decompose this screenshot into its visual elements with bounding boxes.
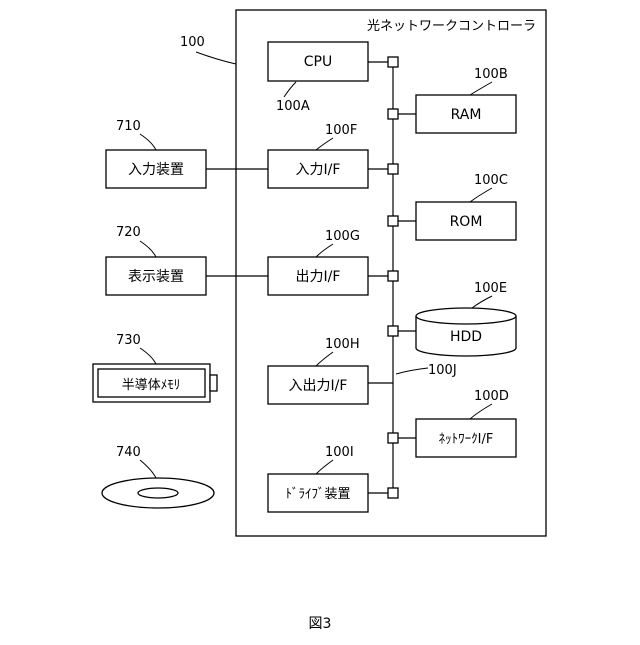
leader-disc: [140, 460, 156, 478]
ref-controller: 100: [180, 35, 205, 50]
connector-rom: [388, 216, 398, 226]
leader-input-device: [140, 134, 156, 150]
ram-label: RAM: [451, 107, 482, 123]
input-device-label: 入力装置: [128, 162, 184, 178]
connector-output-if: [388, 271, 398, 281]
ref-hdd: 100E: [474, 281, 507, 296]
io-if-label: 入出力I/F: [289, 378, 348, 394]
ref-network-if: 100D: [474, 389, 509, 404]
output-if-label: 出力I/F: [296, 269, 341, 285]
connector-drive: [388, 488, 398, 498]
connector-cpu: [388, 57, 398, 67]
ref-disc: 740: [116, 445, 141, 460]
controller-title: 光ネットワークコントローラ: [367, 19, 536, 34]
connector-network-if: [388, 433, 398, 443]
display-device-label: 表示装置: [128, 269, 184, 285]
ref-io-if: 100H: [325, 337, 360, 352]
disc-media: [102, 478, 214, 508]
cpu-label: CPU: [304, 54, 332, 70]
ref-display-device: 720: [116, 225, 141, 240]
connector-hdd: [388, 326, 398, 336]
leader-display-device: [140, 241, 156, 257]
ref-drive: 100I: [325, 445, 354, 460]
ref-bus: 100J: [428, 363, 457, 378]
hdd-label: HDD: [450, 329, 482, 345]
ref-cpu: 100A: [276, 99, 310, 114]
drive-label: ﾄﾞﾗｲﾌﾞ装置: [285, 487, 350, 502]
input-if-label: 入力I/F: [296, 162, 341, 178]
rom-label: ROM: [450, 214, 483, 230]
network-if-label: ﾈｯﾄﾜｰｸI/F: [439, 432, 494, 447]
connector-ram: [388, 109, 398, 119]
ref-input-if: 100F: [325, 123, 357, 138]
ref-output-if: 100G: [325, 229, 360, 244]
leader-controller: [196, 52, 236, 64]
figure-caption: 図3: [309, 616, 332, 632]
leader-memory: [140, 348, 156, 364]
connector-input-if: [388, 164, 398, 174]
ref-rom: 100C: [474, 173, 508, 188]
ref-ram: 100B: [474, 67, 508, 82]
ref-input-device: 710: [116, 119, 141, 134]
ref-memory: 730: [116, 333, 141, 348]
memory-label: 半導体ﾒﾓﾘ: [122, 378, 181, 393]
